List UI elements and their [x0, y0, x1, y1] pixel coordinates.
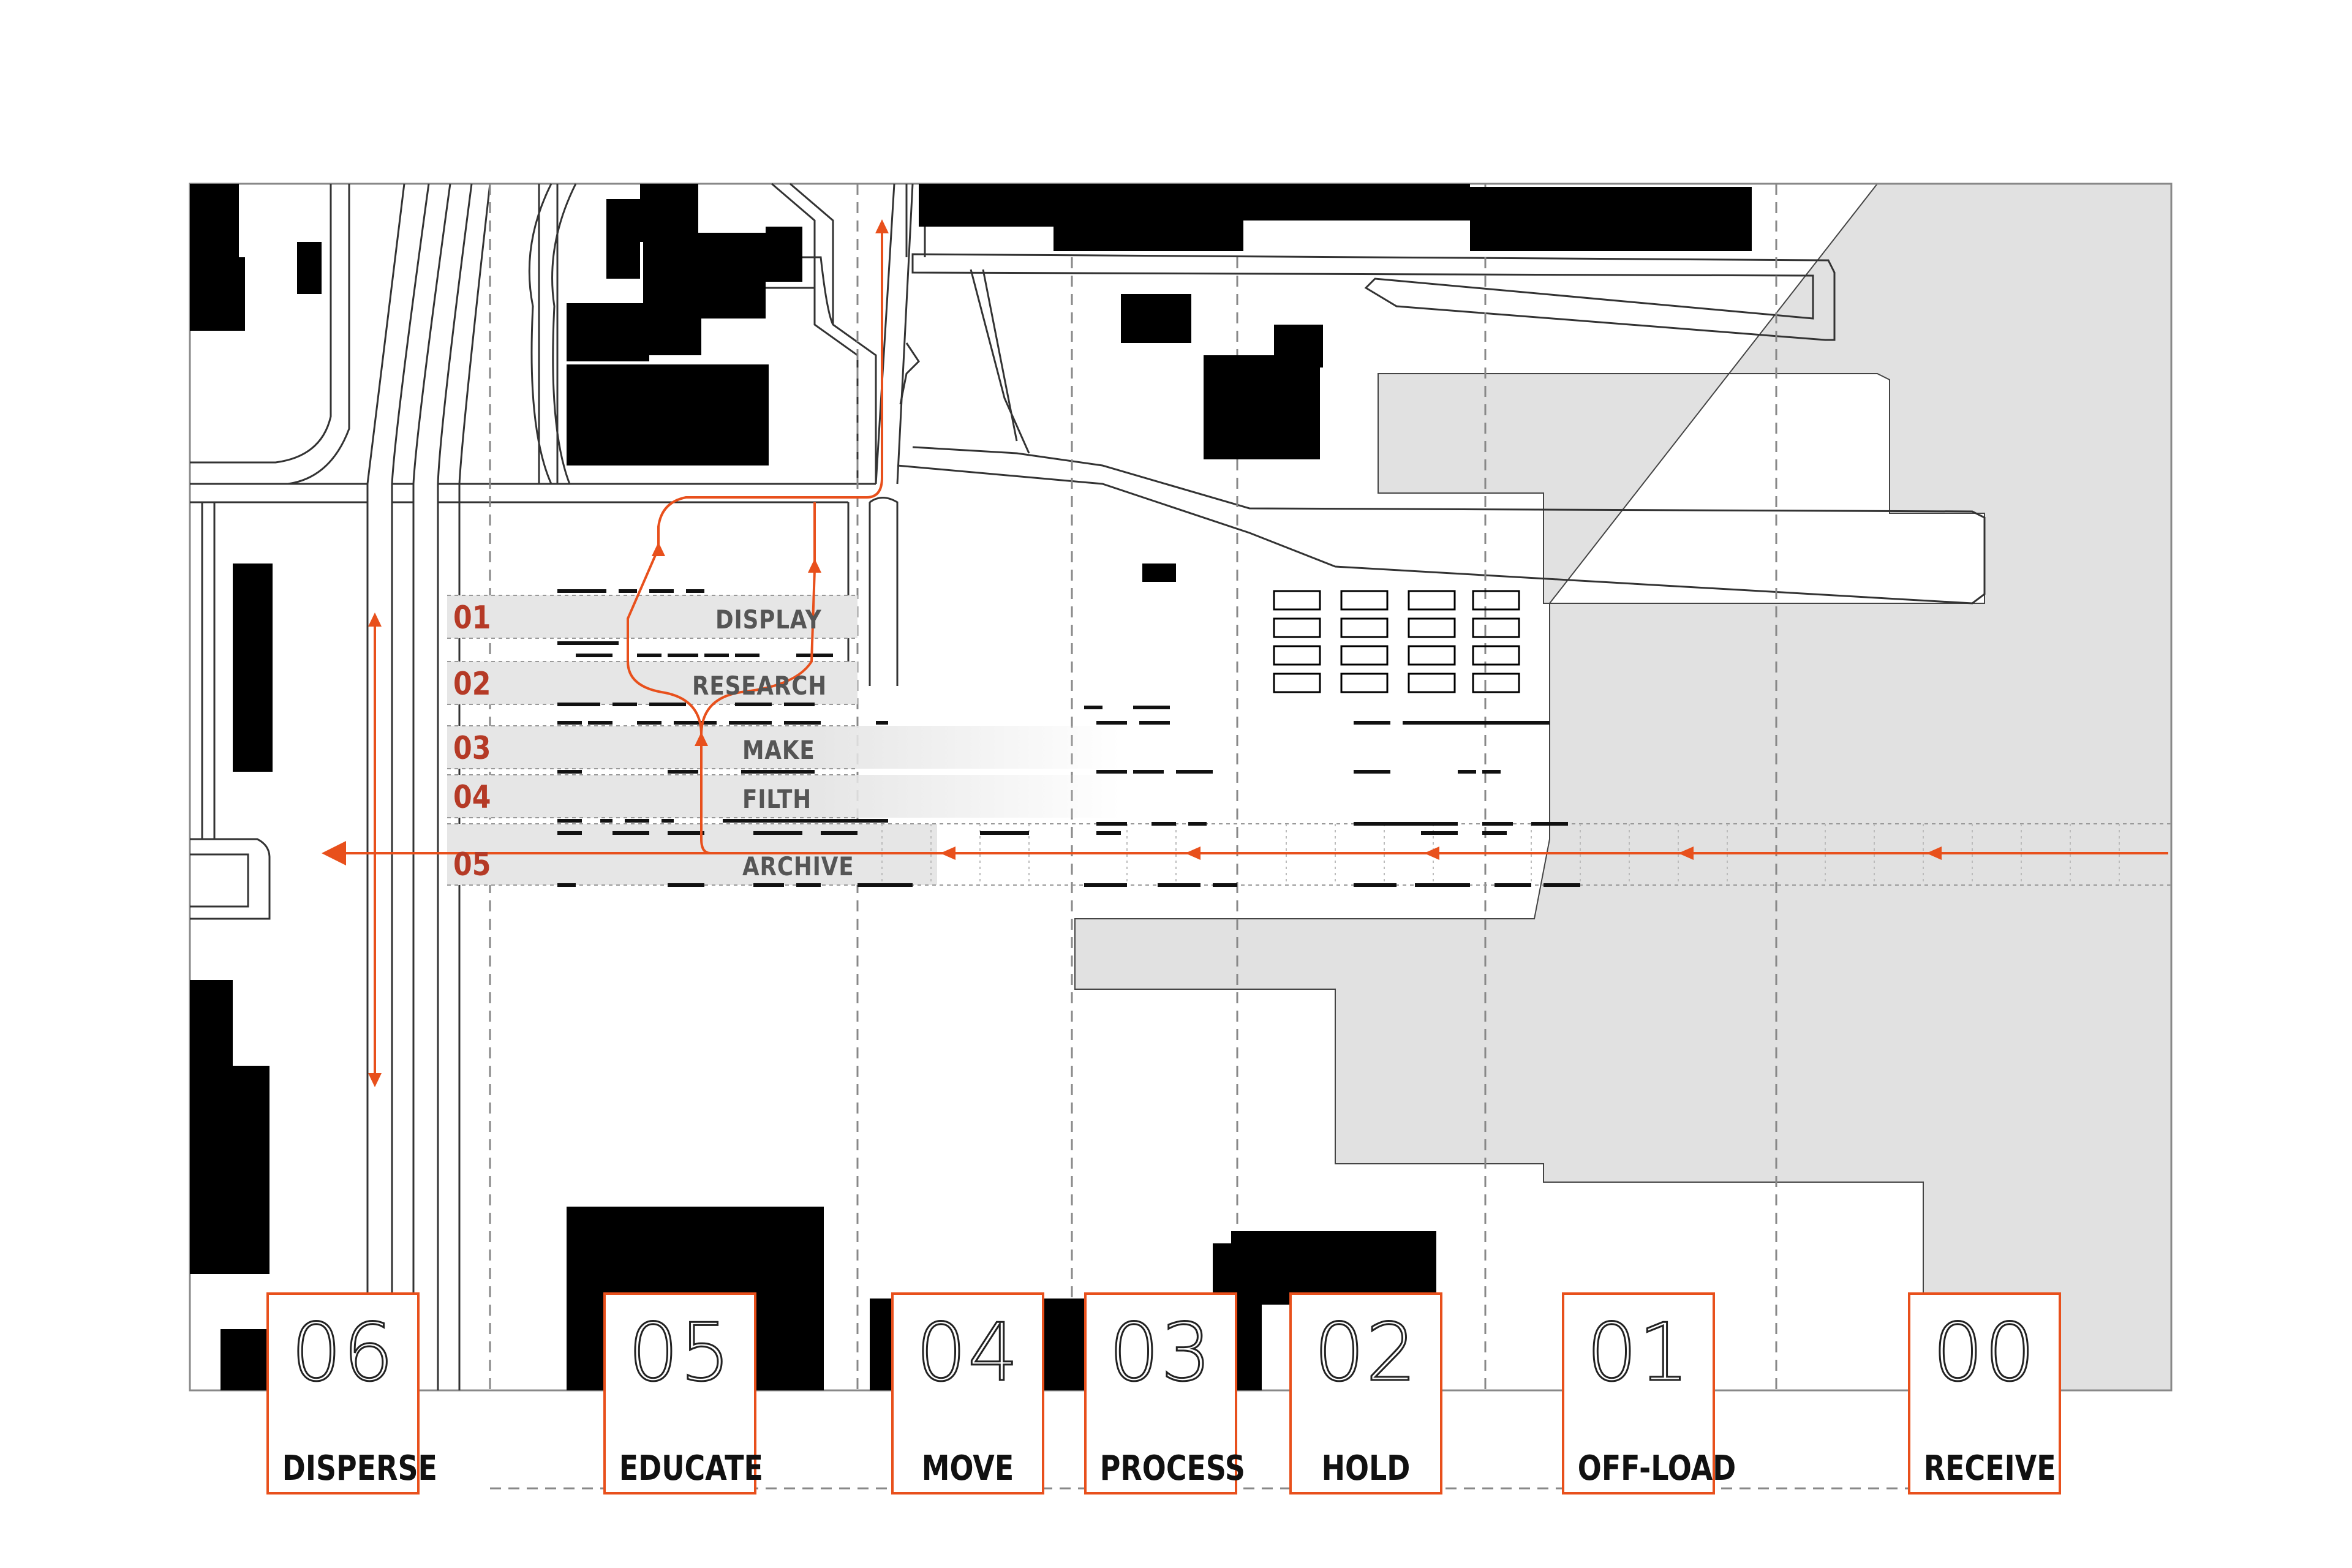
zone-number: 03	[453, 730, 491, 767]
stage-label: PROCESS	[1099, 1449, 1245, 1488]
zone-label: DISPLAY	[715, 605, 822, 635]
stage-number: 00	[1932, 1306, 2037, 1399]
stage-number: 04	[915, 1306, 1020, 1399]
stage-card-receive: 00 RECEIVE	[1908, 1292, 2061, 1494]
zone-number: 01	[453, 600, 491, 636]
flow-paths	[322, 233, 2168, 1078]
water-area	[1074, 183, 2172, 1391]
stage-label: DISPERSE	[282, 1449, 437, 1488]
parking-grid	[1273, 590, 1520, 693]
stage-number: 01	[1586, 1306, 1691, 1399]
zone-number: 04	[453, 779, 491, 816]
stage-card-hold: 02 HOLD	[1289, 1292, 1442, 1494]
stage-card-disperse: 06 DISPERSE	[266, 1292, 437, 1494]
stage-number: 06	[290, 1306, 395, 1399]
zone-label: ARCHIVE	[742, 851, 854, 881]
stage-card-move: 04 MOVE	[891, 1292, 1044, 1494]
stage-number: 05	[627, 1306, 732, 1399]
stage-label: MOVE	[921, 1449, 1014, 1488]
zone-number: 05	[453, 846, 491, 883]
stage-card-process: 03 PROCESS	[1084, 1292, 1245, 1494]
dash-marks	[557, 589, 1580, 887]
zone-label: RESEARCH	[692, 671, 827, 701]
stage-label: RECEIVE	[1923, 1449, 2056, 1488]
stage-number: 03	[1108, 1306, 1213, 1399]
roads	[190, 183, 1986, 1390]
stage-card-educate: 05 EDUCATE	[603, 1292, 763, 1494]
stage-label: HOLD	[1321, 1449, 1411, 1488]
stage-label: OFF-LOAD	[1577, 1449, 1736, 1488]
stage-label: EDUCATE	[619, 1449, 763, 1488]
zone-label: FILTH	[742, 784, 812, 814]
flow-arrowheads	[326, 219, 1942, 1087]
stage-number: 02	[1313, 1306, 1418, 1399]
zone-label: MAKE	[742, 735, 815, 765]
zone-number: 02	[453, 666, 491, 703]
stage-card-off-load: 01 OFF-LOAD	[1562, 1292, 1736, 1494]
